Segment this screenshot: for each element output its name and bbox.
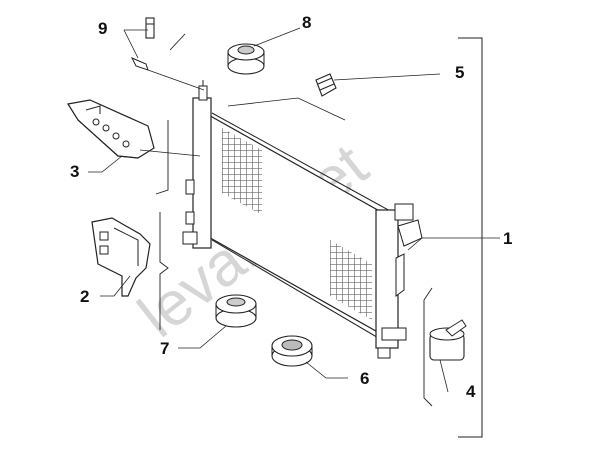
radiator-left-tank	[192, 97, 212, 249]
upper-bracket	[67, 99, 155, 159]
leader-7	[178, 325, 227, 349]
radiator-right-tank	[375, 209, 399, 349]
callout-9: 9	[98, 19, 107, 38]
callout-2: 2	[80, 287, 89, 306]
leader-1	[407, 237, 500, 251]
leader-2	[100, 275, 131, 297]
radiator	[182, 80, 423, 359]
callout-3: 3	[70, 162, 79, 181]
group-bracket-4	[423, 287, 433, 407]
leader-8	[253, 27, 301, 47]
bolt	[130, 17, 155, 71]
callout-6: 6	[360, 369, 369, 388]
leader-6	[305, 361, 348, 379]
group-bracket-left-1	[155, 33, 186, 195]
callout-4: 4	[466, 382, 476, 401]
leader-4	[439, 359, 449, 393]
leader-3	[88, 149, 201, 173]
filler-cap	[271, 335, 313, 367]
support-bush	[429, 319, 467, 361]
callout-1: 1	[503, 229, 512, 248]
radiator-mesh-upper	[222, 128, 262, 215]
radiator-mesh-lower	[330, 240, 372, 320]
group-bracket-left-2	[159, 212, 169, 330]
rubber-mount	[215, 294, 257, 328]
rubber-mount-upper	[227, 43, 265, 75]
group-bracket-right	[458, 37, 483, 438]
callout-8: 8	[302, 13, 311, 32]
callout-7: 7	[160, 339, 169, 358]
bleed-screw	[315, 73, 337, 97]
lower-bracket	[91, 217, 151, 297]
leader-5	[227, 73, 441, 121]
callout-5: 5	[455, 63, 464, 82]
leader-9	[123, 29, 205, 91]
